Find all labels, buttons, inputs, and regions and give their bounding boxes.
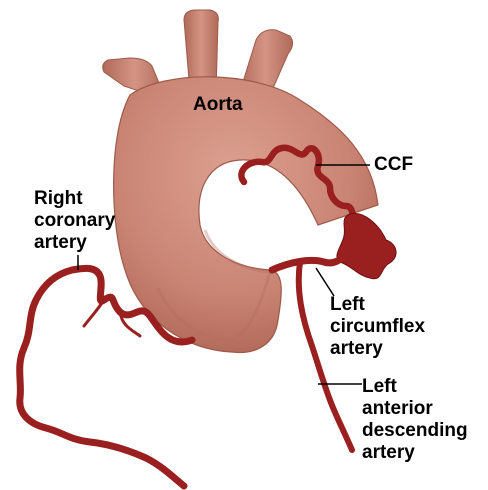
right-coronary-label-line-2: coronary	[34, 210, 115, 232]
left-anterior-descending-artery-label: Left anterior descending artery	[362, 376, 468, 464]
aorta-label: Aorta	[193, 94, 243, 116]
left-circumflex-leader-line	[316, 268, 334, 296]
lad-label-line-4: artery	[362, 442, 468, 464]
left-circumflex-artery-label: Left circumflex artery	[330, 294, 425, 360]
aneurysmal-sac	[337, 213, 396, 278]
right-coronary-label-line-3: artery	[34, 232, 115, 254]
left-circumflex-label-line-1: Left	[330, 294, 425, 316]
lad-label-line-1: Left	[362, 376, 468, 398]
lad-label-line-2: anterior	[362, 398, 468, 420]
right-coronary-artery-label: Right coronary artery	[34, 188, 115, 254]
ccf-label: CCF	[374, 154, 413, 176]
right-coronary-label-line-1: Right	[34, 188, 115, 210]
left-circumflex-label-line-2: circumflex	[330, 316, 425, 338]
lad-label-line-3: descending	[362, 420, 468, 442]
left-circumflex-label-line-3: artery	[330, 338, 425, 360]
